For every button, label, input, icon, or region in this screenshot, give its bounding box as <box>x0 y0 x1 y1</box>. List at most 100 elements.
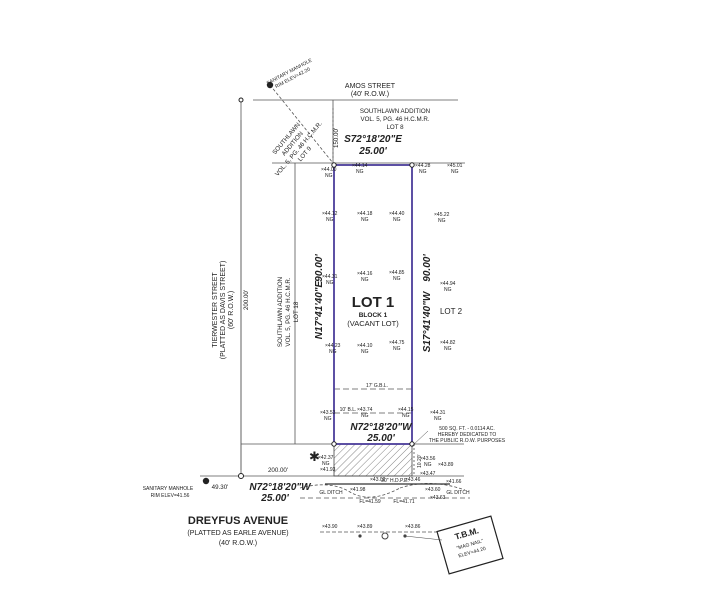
lot-corner <box>331 162 337 168</box>
amos-street-row: (40' R.O.W.) <box>351 91 389 98</box>
svg-text:90.00': 90.00' <box>422 254 433 282</box>
lot-corner <box>409 441 415 447</box>
dim-10-20-label: 10.20' <box>417 454 423 468</box>
spot-natural-ground: NG <box>419 169 427 175</box>
spot-natural-ground: NG <box>356 169 364 175</box>
distance-south: 25.00' <box>366 433 395 444</box>
spot-natural-ground: NG <box>393 346 401 352</box>
gbl-label: 17' G.B.L. <box>366 383 388 389</box>
ditch-right-label: GL DITCH <box>446 490 470 496</box>
tbm-box: T.B.M. "MAG NAIL" ELEV=44.20 <box>436 515 504 575</box>
spot-elevation: ×44.15 <box>398 407 414 413</box>
spot-natural-ground: NG <box>451 169 459 175</box>
dedication-text: HEREBY DEDICATED TO <box>438 432 497 438</box>
manhole-south-icon <box>202 477 210 485</box>
spot-elevation: ×44.14 <box>352 163 368 169</box>
dedication-purpose: THE PUBLIC R.O.W. PURPOSES <box>429 438 506 444</box>
spot-natural-ground: NG <box>329 349 337 355</box>
distance-road: 25.00' <box>260 493 289 504</box>
spot-elevation: ×43.02 <box>370 477 386 483</box>
pole-icon <box>358 534 362 538</box>
lot18-label: SOUTHLAWN ADDITION VOL. 5, PG. 46 H.C.M.… <box>277 277 300 347</box>
dreyfus-row-label: (40' R.O.W.) <box>219 540 257 547</box>
spot-elevation: ×44.94 <box>440 281 456 287</box>
pole-icon <box>381 532 389 540</box>
svg-text:S17°41'40"W: S17°41'40"W <box>422 290 433 352</box>
spot-elevation: ×44.85 <box>389 270 405 276</box>
tierwester-street-label: TIERWESTER STREET (PLATTED AS DAVIS STRE… <box>212 261 235 360</box>
spot-elevation: ×44.00 <box>321 167 337 173</box>
spot-elevation: ×43.89 <box>438 462 454 468</box>
lot-corner <box>331 441 337 447</box>
lot8-addition: SOUTHLAWN ADDITION <box>360 108 430 115</box>
spot-natural-ground: NG <box>361 217 369 223</box>
spot-natural-ground: NG <box>326 217 334 223</box>
spot-elevation: ×44.75 <box>389 340 405 346</box>
svg-text:VOL. 5, PG. 46 H.C.M.R.: VOL. 5, PG. 46 H.C.M.R. <box>285 277 292 346</box>
dim-200-h-label: 200.00' <box>268 467 288 474</box>
amos-street-label: AMOS STREET <box>345 83 396 90</box>
vacant-lot-label: (VACANT LOT) <box>347 319 399 328</box>
manhole-south-type: SANITARY MANHOLE <box>143 486 194 492</box>
lot2-label: LOT 2 <box>440 307 463 316</box>
dreyfus-avenue-label: DREYFUS AVENUE <box>188 515 288 527</box>
svg-text:(PLATTED AS DAVIS STREET): (PLATTED AS DAVIS STREET) <box>220 261 227 360</box>
svg-text:LOT 18: LOT 18 <box>293 301 300 322</box>
ditch-left-label: GL DITCH <box>319 490 343 496</box>
spot-elevation: ×43.46 <box>405 477 421 483</box>
flowline-2: FL=41.71 <box>393 499 414 505</box>
svg-text:TIERWESTER STREET: TIERWESTER STREET <box>212 272 219 348</box>
spot-elevation: ×45.01 <box>447 163 463 169</box>
manhole-leader <box>269 84 334 164</box>
distance-west: 90.00' <box>314 254 325 282</box>
spot-natural-ground: NG <box>393 217 401 223</box>
spot-elevation: ×43.53 <box>320 410 336 416</box>
dedication-leader <box>411 430 429 447</box>
spot-elevation: ×44.18 <box>357 211 373 217</box>
iron-rod-icon <box>238 97 244 103</box>
lot-title: LOT 1 <box>352 294 395 311</box>
spot-elevation: ×45.22 <box>434 212 450 218</box>
spot-natural-ground: NG <box>361 349 369 355</box>
bearing-south: N72°18'20"W <box>350 422 413 433</box>
bearing-north: S72°18'20"E <box>344 134 402 145</box>
spot-natural-ground: NG <box>324 416 332 422</box>
spot-elevation: ×43.60 <box>425 487 441 493</box>
spot-elevations: ×44.00NG×44.14NG×44.28NG×45.01NG×44.12NG… <box>318 163 463 530</box>
iron-rod-icon <box>238 473 244 479</box>
spot-elevation: ×42.37 <box>318 455 334 461</box>
svg-text:90.00': 90.00' <box>314 254 325 282</box>
spot-elevation: ×43.90 <box>322 524 338 530</box>
spot-elevation: ×43.56 <box>420 456 436 462</box>
spot-elevation: ×44.12 <box>322 211 338 217</box>
manhole-south-elev: RIM ELEV=41.56 <box>151 493 190 499</box>
spot-natural-ground: NG <box>326 280 334 286</box>
lot9-label: SOUTHLAWN ADDITION VOL. 5, PG. 46 H.C.M.… <box>271 120 324 178</box>
spot-elevation: ×44.10 <box>357 343 373 349</box>
block-label: BLOCK 1 <box>359 312 388 319</box>
manhole-north-icon <box>266 81 274 89</box>
dedication-hatch <box>333 443 413 477</box>
bearing-east: S17°41'40"W <box>422 290 433 352</box>
spot-natural-ground: NG <box>393 276 401 282</box>
tbm-leader <box>404 535 443 541</box>
spot-natural-ground: NG <box>444 287 452 293</box>
spot-elevation: ×43.74 <box>357 407 373 413</box>
spot-elevation: ×44.40 <box>389 211 405 217</box>
bearing-road: N72°18'20"W <box>249 482 312 493</box>
dreyfus-platted-label: (PLATTED AS EARLE AVENUE) <box>187 530 288 537</box>
svg-text:N17°41'40"E: N17°41'40"E <box>314 280 325 339</box>
flowline-1: FL=41.59 <box>359 499 380 505</box>
spot-elevation: ×44.82 <box>440 340 456 346</box>
spot-elevation: ×41.98 <box>350 487 366 493</box>
spot-natural-ground: NG <box>361 277 369 283</box>
spot-elevation: ×43.47 <box>420 471 436 477</box>
lot-1-boundary <box>333 164 413 445</box>
spot-natural-ground: NG <box>424 462 432 468</box>
spot-elevation: ×41.66 <box>446 479 462 485</box>
dedication-area: 500 SQ. FT. - 0.0114 AC. <box>439 426 495 432</box>
spot-natural-ground: NG <box>361 413 369 419</box>
spot-elevation: ×41.93 <box>320 467 336 473</box>
spot-natural-ground: NG <box>444 346 452 352</box>
distance-north: 25.00' <box>358 146 387 157</box>
